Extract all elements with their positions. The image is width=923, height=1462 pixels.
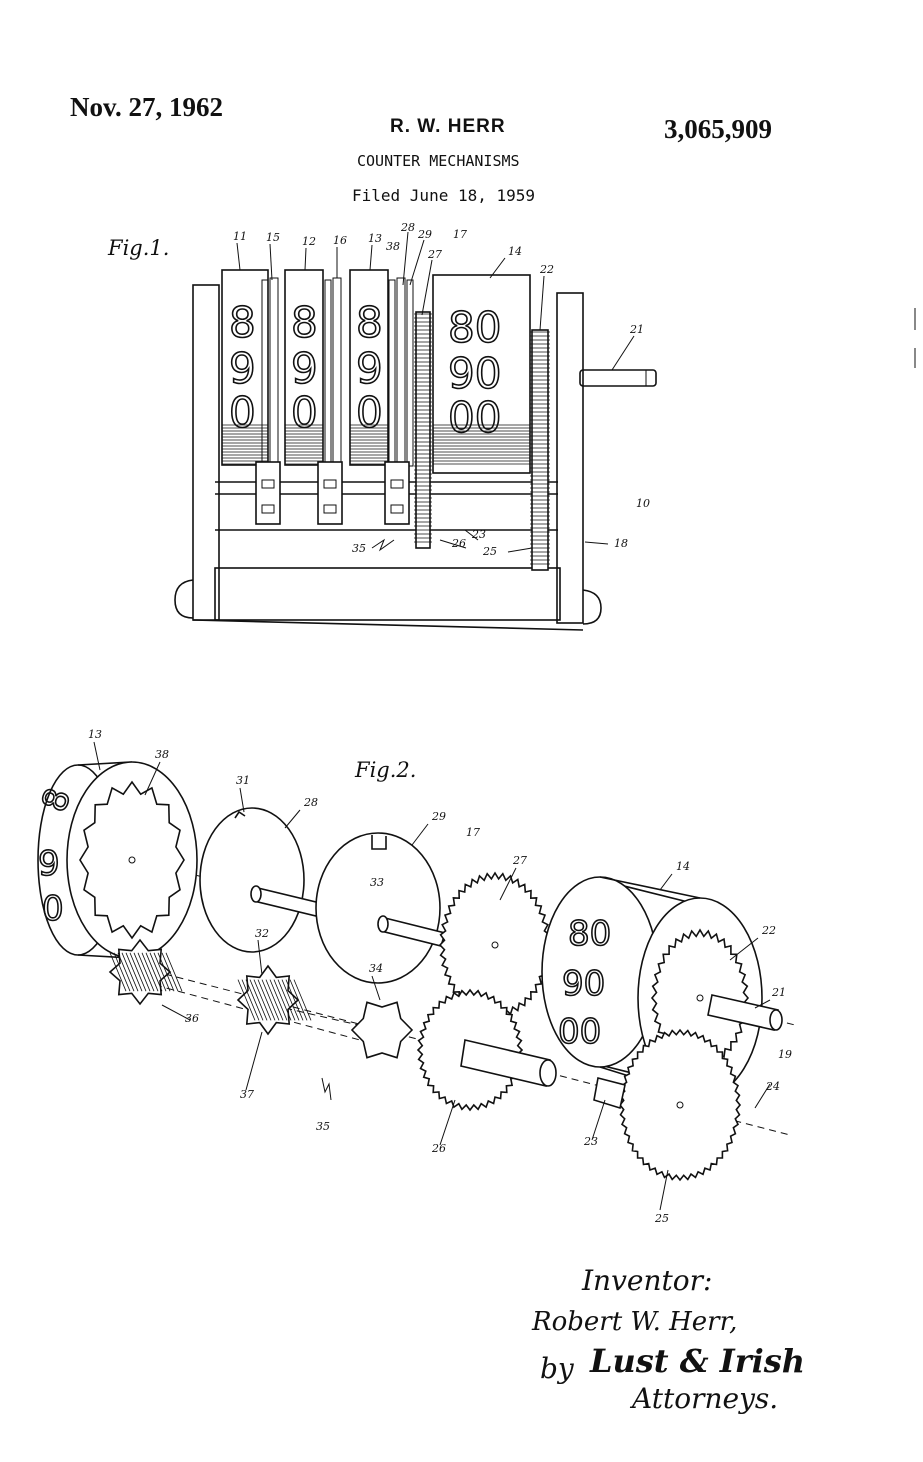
fig2-wheel14-digits-00: 00 (558, 1012, 601, 1052)
fig1-ref-23: 23 (471, 528, 486, 541)
fig1: Fig.1. (107, 221, 657, 631)
fig2: Fig.2. 8 9 0 (33, 728, 796, 1225)
fig2-wheel13-digit-9: 9 (38, 844, 60, 884)
fig1-wheel13-digit-8: 8 (356, 298, 383, 347)
right-frame-plate (556, 292, 584, 624)
fig1-wheel14-digits-80: 80 (448, 303, 501, 352)
fig2-ref-29: 29 (431, 810, 446, 823)
shaft-hatched-end (377, 915, 389, 933)
attorney-signature: Lust & Irish (589, 1342, 805, 1380)
pinion-2 (317, 461, 343, 525)
fig2-label: Fig.2. (354, 758, 416, 782)
fig2-ref-21: 21 (771, 986, 786, 999)
fig2-ref-13: 13 (88, 728, 102, 741)
fig2-ref-25: 25 (654, 1212, 669, 1225)
fig2-ref-14: 14 (676, 860, 690, 873)
fig1-ref-27: 27 (427, 248, 442, 261)
fig1-ref-38: 38 (386, 240, 400, 253)
filed-date: Filed June 18, 1959 (352, 186, 536, 205)
disc-29 (315, 832, 441, 984)
pinion-34 (350, 1001, 414, 1059)
fig2-ref-32: 32 (255, 927, 269, 940)
wheel-13 (349, 269, 389, 466)
wheel-12 (284, 269, 324, 466)
fig1-wheel14-digits-00: 00 (448, 393, 501, 442)
fig1-ref-13: 13 (368, 232, 382, 245)
wheel-11 (221, 269, 269, 466)
fig2-ref-27: 27 (512, 854, 527, 867)
fig1-ref-35: 35 (352, 542, 366, 555)
fig1-wheel11-digit-9: 9 (229, 344, 256, 393)
pinion-37 (236, 964, 312, 1036)
fig1-ref-29: 29 (417, 228, 432, 241)
internal-gear-38 (79, 780, 185, 940)
attorneys-label: Attorneys. (629, 1382, 778, 1415)
fig2-ref-38: 38 (155, 748, 169, 761)
gear-22-25 (531, 329, 549, 571)
fig2-ref-17: 17 (466, 826, 480, 839)
fig1-wheel11-digit-8: 8 (229, 298, 256, 347)
fig1-wheel12-digit-0: 0 (291, 388, 318, 437)
fig1-label: Fig.1. (107, 236, 169, 260)
fig2-ref-33: 33 (370, 876, 384, 889)
fig2-wheel-13-back (66, 761, 198, 959)
fig1-wheel11-digit-0: 0 (229, 388, 256, 437)
fig1-wheel12-digit-8: 8 (291, 298, 318, 347)
pinion-1 (255, 461, 281, 525)
fig1-wheel14-digits-90: 90 (448, 349, 501, 398)
fig1-ref-12: 12 (302, 235, 316, 248)
fig2-wheel13-digit-0: 0 (42, 889, 64, 929)
pinion-3 (384, 461, 410, 525)
fig2-wheel14-digits-90: 90 (562, 964, 605, 1004)
fig2-ref-31: 31 (236, 774, 250, 787)
fig1-ref-21: 21 (629, 323, 644, 336)
fig1-ref-15: 15 (266, 231, 280, 244)
fig1-wheel12-digit-9: 9 (291, 344, 318, 393)
shaft-21 (579, 369, 657, 387)
pinion-36 (108, 938, 183, 1006)
fig1-ref-11: 11 (233, 230, 247, 243)
base-plate (214, 567, 561, 621)
by-prefix: by (540, 1352, 575, 1385)
gear-27 (438, 871, 552, 1019)
fig1-ref-16: 16 (333, 234, 347, 247)
fig2-ref-19: 19 (778, 1048, 792, 1061)
fig1-ref-14: 14 (508, 245, 522, 258)
fig2-ref-37: 37 (240, 1088, 254, 1101)
fig1-ref-25: 25 (482, 545, 497, 558)
inventor-label: Inventor: (581, 1264, 712, 1297)
fig2-ref-24: 24 (765, 1080, 780, 1093)
disc-28 (199, 807, 305, 953)
patent-title: COUNTER MECHANISMS (357, 152, 520, 170)
fig1-ref-26: 26 (451, 537, 466, 550)
fig2-ref-26: 26 (431, 1142, 446, 1155)
fig1-ref-28: 28 (400, 221, 415, 234)
inventor-name-header: R. W. HERR (390, 116, 506, 137)
patent-date: Nov. 27, 1962 (70, 92, 224, 122)
fig1-ref-18: 18 (614, 537, 628, 550)
fig2-ref-23: 23 (583, 1135, 598, 1148)
fig2-wheel14-digits-80: 80 (568, 914, 611, 954)
inventor-signature: Robert W. Herr, (531, 1307, 737, 1337)
fig1-wheel13-digit-9: 9 (356, 344, 383, 393)
fig2-ref-35: 35 (316, 1120, 330, 1133)
left-foot (174, 579, 194, 619)
fig2-ref-36: 36 (185, 1012, 199, 1025)
fig1-wheel13-digit-0: 0 (356, 388, 383, 437)
gear-22 (650, 928, 750, 1068)
fig2-ref-22: 22 (761, 924, 776, 937)
fig2-ref-28: 28 (303, 796, 318, 809)
fig1-ref-22: 22 (539, 263, 554, 276)
right-foot (582, 589, 602, 625)
fig1-ref-10: 10 (636, 497, 650, 510)
gear-25 (618, 1028, 742, 1182)
fig2-ref-34: 34 (369, 962, 383, 975)
fig1-ref-17: 17 (453, 228, 467, 241)
signature-block: Inventor: Robert W. Herr, by Lust & Iris… (531, 1264, 805, 1415)
patent-number: 3,065,909 (664, 114, 772, 144)
